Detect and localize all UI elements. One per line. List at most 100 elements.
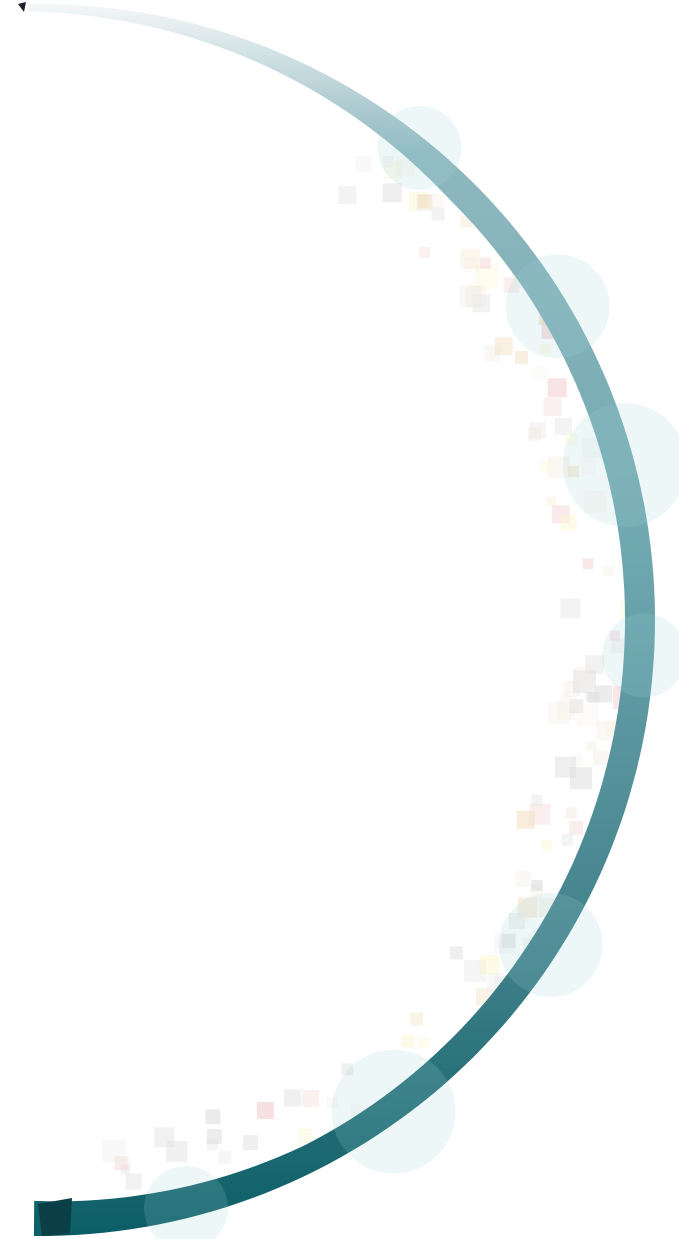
arc-start-tip — [18, 2, 26, 12]
pixel-fragment — [532, 365, 547, 380]
pixel-fragment — [540, 461, 550, 472]
pixel-fragment — [560, 514, 577, 531]
pixel-fragment — [484, 345, 501, 362]
pixel-fragment — [582, 459, 597, 474]
pixel-fragment — [563, 680, 580, 697]
arc-highlight — [505, 254, 610, 359]
pixel-fragment — [501, 934, 516, 949]
pixel-fragment — [166, 1141, 188, 1162]
pixel-fragment — [570, 767, 592, 790]
pixel-fragment — [416, 194, 433, 211]
pixel-fragment — [383, 156, 395, 167]
pixel-fragment — [547, 378, 567, 398]
pixel-fragment — [256, 1102, 274, 1120]
pixel-fragment — [531, 794, 543, 806]
pixel-fragment — [474, 265, 498, 289]
pixel-fragment — [125, 1173, 142, 1190]
pixel-fragment — [611, 638, 627, 654]
pixel-fragment — [596, 720, 617, 741]
pixel-fragment — [566, 433, 578, 445]
pixel-fragment — [395, 156, 415, 176]
arc-highlight — [377, 105, 462, 190]
pixel-fragment — [517, 911, 529, 923]
pixel-fragment — [560, 598, 581, 619]
pixel-fragment — [383, 161, 402, 180]
pixel-fragment — [460, 248, 481, 269]
pixel-fragment — [480, 257, 492, 269]
pixel-fragment — [464, 959, 487, 982]
pixel-fragment — [573, 666, 593, 687]
pixel-fragment — [284, 1089, 301, 1107]
pixel-fragment — [569, 699, 584, 714]
pixel-fragment — [479, 954, 500, 975]
pixel-fragment — [554, 756, 576, 778]
pixel-fragment — [516, 810, 535, 829]
pixel-fragment — [102, 1139, 126, 1163]
pixel-fragment — [464, 257, 480, 273]
pixel-fragment — [338, 186, 357, 204]
pixel-fragment — [582, 558, 594, 570]
pixel-fragment — [539, 343, 550, 354]
pixel-fragment — [503, 277, 520, 294]
pixel-fragment — [431, 207, 445, 221]
pixel-fragment — [593, 750, 608, 766]
arc-highlight — [562, 403, 679, 527]
pixel-fragment — [515, 870, 532, 887]
pixel-fragment — [409, 191, 428, 211]
pixel-fragment — [554, 417, 572, 435]
arc-highlights — [144, 105, 679, 1239]
pixel-fragment — [546, 497, 557, 507]
pixel-fragment — [410, 1012, 423, 1026]
pixel-fragment — [494, 933, 516, 955]
pixel-fragment — [459, 285, 482, 308]
pixel-fragment — [472, 294, 491, 313]
arc-highlight — [498, 892, 603, 997]
pixel-fragment — [514, 351, 528, 364]
pixel-fragment — [588, 692, 600, 704]
pixel-fragment — [120, 1164, 131, 1175]
pixel-fragment — [302, 1090, 320, 1107]
pixel-fragment — [529, 422, 546, 439]
pixel-fragment — [449, 946, 463, 960]
pixel-fragments — [102, 156, 638, 1190]
pixel-fragment — [541, 839, 553, 851]
pixel-fragment — [584, 490, 607, 513]
pixel-fragment — [582, 438, 602, 459]
pixel-fragment — [527, 427, 541, 441]
pixel-fragment — [508, 913, 525, 929]
pixel-fragment — [577, 703, 599, 726]
arc-highlight — [144, 1166, 228, 1239]
pixel-fragment — [595, 685, 613, 703]
pixel-fragment — [401, 1034, 415, 1048]
pixel-fragment — [609, 630, 620, 641]
pixel-fragment — [114, 1156, 129, 1171]
pixel-fragment — [543, 398, 562, 417]
pixel-fragment — [465, 285, 487, 307]
pixel-fragment — [205, 1109, 221, 1125]
pixel-fragment — [568, 466, 579, 477]
pixel-fragment — [560, 694, 576, 711]
pixel-fragment — [531, 879, 543, 891]
pixel-fragment — [326, 1097, 338, 1108]
pixel-fragment — [573, 670, 596, 694]
arc-end-tip — [38, 1198, 72, 1236]
pixel-fragment — [561, 833, 574, 846]
pixel-fragment — [494, 337, 513, 356]
pixel-fragment — [602, 565, 614, 577]
pixel-fragment — [585, 655, 605, 675]
pixel-fragment — [572, 754, 583, 766]
pixel-fragment — [206, 1139, 218, 1151]
pixel-fragment — [569, 820, 584, 835]
pixel-fragment — [298, 1128, 313, 1143]
pixel-fragment — [517, 897, 538, 918]
pixel-fragment — [551, 505, 570, 524]
pixel-fragment — [557, 702, 575, 720]
pixel-fragment — [206, 1129, 222, 1145]
pixel-fragment — [243, 1135, 259, 1151]
pixel-fragment — [548, 701, 570, 724]
pixel-fragment — [418, 1037, 429, 1048]
pixel-fragment — [548, 456, 571, 479]
pixel-fragment — [530, 884, 543, 898]
pixel-fragment — [417, 194, 432, 209]
